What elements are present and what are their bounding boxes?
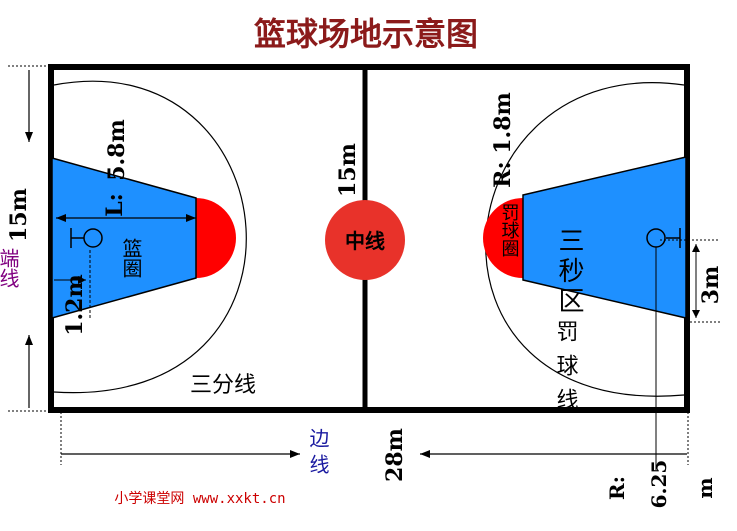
dim-1-2m: 1.2m xyxy=(62,274,88,336)
dim-R-1-8m: R: 1.8m xyxy=(490,92,516,188)
dim-L: L: xyxy=(102,193,128,217)
free-throw-line-label: 罚球线 xyxy=(553,320,579,422)
side-line-label: 边线 xyxy=(306,428,330,480)
dim-3m-line xyxy=(660,239,720,323)
center-line-label: 中线 xyxy=(345,229,385,253)
center-circle xyxy=(325,200,405,280)
basket-label: 篮圈 xyxy=(119,238,143,278)
watermark: 小学课堂网 www.xxkt.cn xyxy=(114,491,285,507)
dim-15m-end: 15m xyxy=(6,188,32,242)
end-line-label: 端线 xyxy=(0,248,20,288)
dim-R-6-25-m: m xyxy=(693,477,717,498)
basket-left-icon xyxy=(70,228,103,248)
free-throw-circle-label: 罚球圈 xyxy=(499,203,520,257)
dim-R-6-25-r: R: xyxy=(605,476,629,500)
three-point-arc-left xyxy=(53,80,247,394)
dim-28m: 28m xyxy=(382,428,408,482)
three-point-label: 三分线 xyxy=(190,373,256,398)
dim-5-8m: 5.8m xyxy=(104,119,130,181)
page-title: 篮球场地示意图 xyxy=(254,15,478,53)
three-second-label: 三秒区 xyxy=(554,227,584,317)
dim-15m-center: 15m xyxy=(335,143,361,197)
dim-1-2m-line xyxy=(54,250,91,320)
three-second-area-left xyxy=(51,157,197,319)
dim-3m: 3m xyxy=(698,266,724,305)
dim-R-6-25-v: 6.25 xyxy=(647,460,671,509)
three-second-area-right xyxy=(522,156,687,319)
dim-L-line xyxy=(56,214,196,222)
end-line-dim xyxy=(8,65,50,412)
side-line-dim xyxy=(60,412,689,465)
